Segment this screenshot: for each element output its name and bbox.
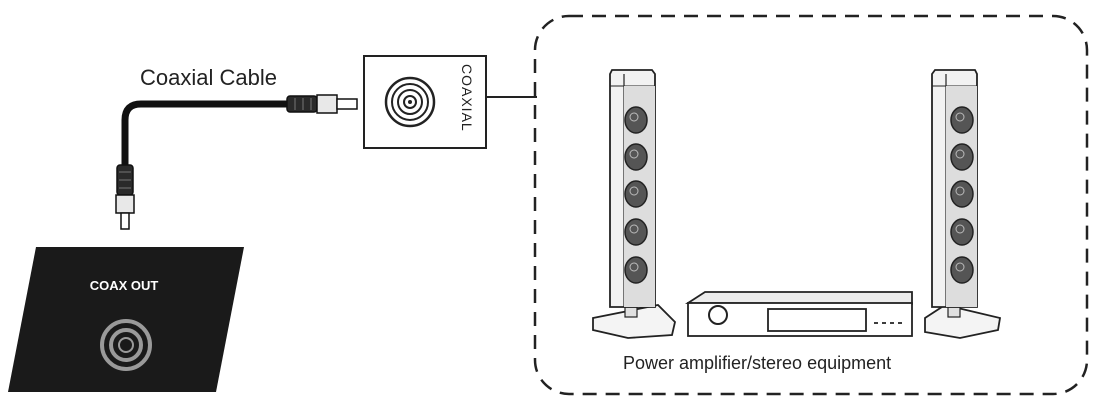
equipment-boundary <box>533 14 1089 396</box>
coaxial-jack-panel: COAXIAL <box>363 55 487 149</box>
tv-panel: COAX OUT <box>8 247 244 392</box>
speaker-icon <box>592 69 676 339</box>
equipment-label: Power amplifier/stereo equipment <box>623 353 891 373</box>
amplifier-icon <box>684 291 913 337</box>
coaxial-jack-icon <box>384 76 436 128</box>
speaker-icon <box>924 69 1002 339</box>
rca-plug-icon <box>286 94 358 114</box>
coax-out-label: COAX OUT <box>90 278 159 293</box>
coaxial-jack-label: COAXIAL <box>459 64 475 132</box>
coaxial-cable <box>115 94 358 230</box>
cable-label: Coaxial Cable <box>140 65 277 90</box>
coax-port-icon <box>100 319 152 371</box>
rca-plug-icon <box>115 164 135 230</box>
